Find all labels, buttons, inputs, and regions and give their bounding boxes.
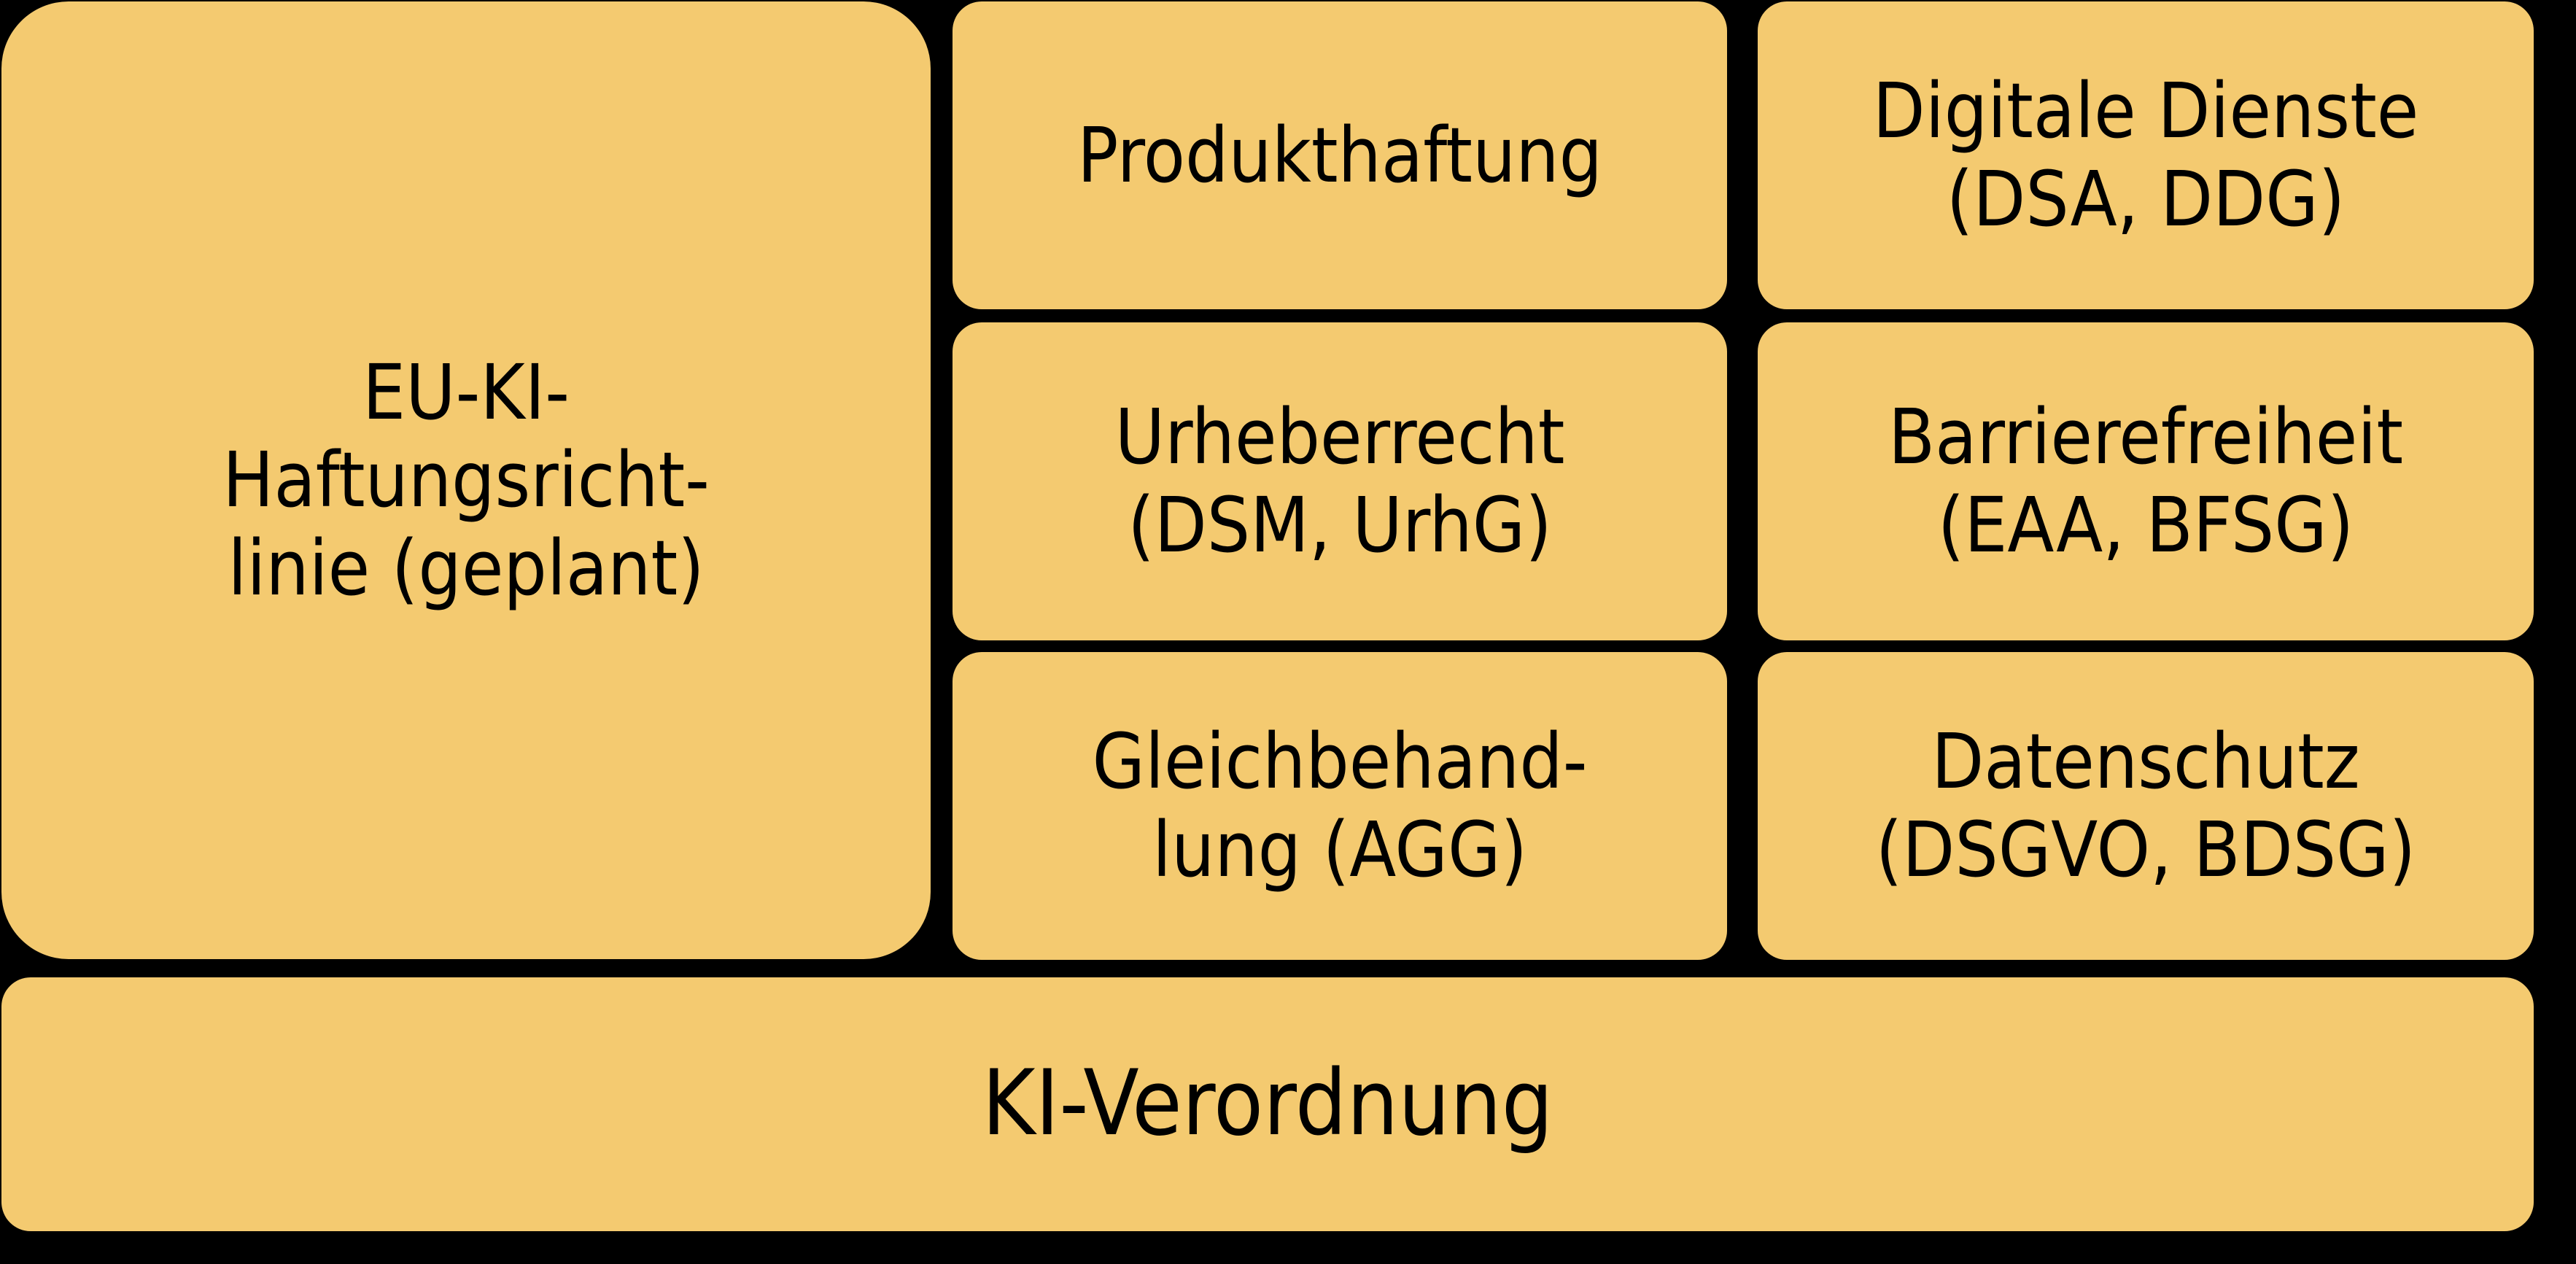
- box-eu-ki-haftungsrichtlinie: EU-KI- Haftungsricht- linie (geplant): [1, 1, 931, 959]
- box-barrierefreiheit: Barrierefreiheit (EAA, BFSG): [1758, 322, 2534, 640]
- box-datenschutz: Datenschutz (DSGVO, BDSG): [1758, 652, 2534, 960]
- box-ki-verordnung: KI-Verordnung: [1, 977, 2534, 1231]
- box-urheberrecht: Urheberrecht (DSM, UrhG): [953, 322, 1727, 640]
- box-digitale-dienste: Digitale Dienste (DSA, DDG): [1758, 1, 2534, 309]
- box-gleichbehandlung: Gleichbehand- lung (AGG): [953, 652, 1727, 960]
- box-produkthaftung: Produkthaftung: [953, 1, 1727, 309]
